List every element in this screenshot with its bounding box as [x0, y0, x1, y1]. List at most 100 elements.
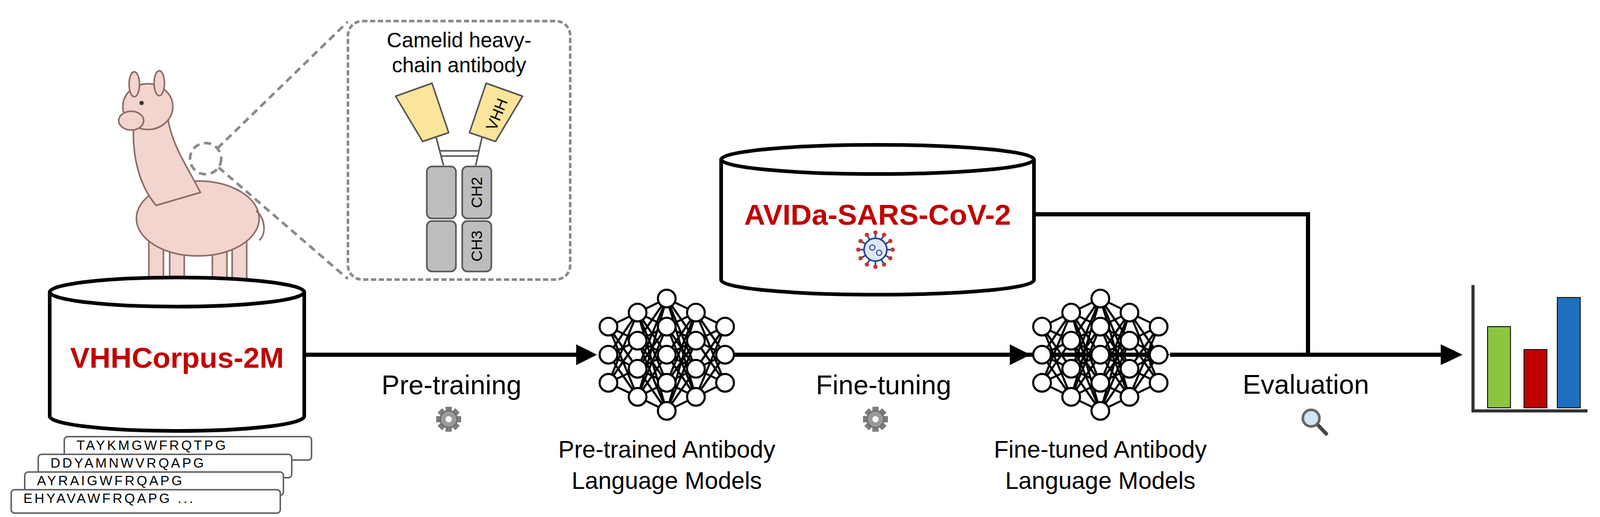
network-neuron	[716, 374, 734, 392]
network-neuron	[687, 360, 705, 378]
domain-label: CH2	[467, 176, 487, 209]
virus-spike-tip	[873, 264, 878, 270]
virus-spike-tip	[882, 262, 887, 268]
connector-arrow	[306, 344, 598, 366]
zoom-line	[217, 21, 348, 149]
text-measure: AVIDa-SARS-CoV-2	[744, 198, 1011, 232]
network-neuron	[628, 303, 647, 322]
virus-spike-tip	[865, 262, 870, 268]
network-neuron	[657, 374, 676, 392]
gear-hole	[445, 416, 452, 423]
antibody-illustration	[395, 83, 523, 272]
network-neuron	[628, 388, 647, 406]
network-neuron	[628, 360, 647, 378]
virus-detail	[876, 250, 882, 256]
gear-icon	[862, 407, 888, 433]
arrow-head	[576, 344, 598, 366]
network-neuron	[1062, 332, 1081, 350]
magnifier-icon	[1302, 410, 1327, 435]
virus-spike-tip	[856, 247, 861, 252]
network-neuron	[687, 303, 705, 322]
virus-spike-tip	[888, 239, 893, 244]
dataset-name: VHHCorpus-2M	[47, 341, 307, 375]
neural-network-icon	[597, 285, 737, 425]
network-neuron	[1120, 303, 1139, 322]
domain-label: CH3	[467, 230, 487, 262]
network-neuron	[1149, 374, 1168, 392]
network-neuron	[1033, 346, 1051, 364]
zoom-circle	[189, 143, 222, 175]
network-neuron	[1120, 360, 1139, 378]
sequence-card: EHYAVAWFRQAPG ...	[10, 489, 282, 515]
network-neuron	[1149, 318, 1168, 336]
step-label: Evaluation	[1242, 369, 1370, 401]
text-measure: VHHCorpus-2M	[70, 341, 285, 375]
language-model-node: Fine-tuned Antibody Language Models	[1030, 285, 1171, 425]
virus-detail	[869, 245, 875, 251]
network-neuron	[628, 332, 647, 350]
language-model-node: Pre-trained Antibody Language Models	[597, 285, 737, 425]
network-neuron	[1091, 346, 1110, 364]
dataset-name: AVIDa-SARS-CoV-2	[719, 198, 1036, 232]
neural-network-icon	[1030, 285, 1171, 425]
network-neuron	[1091, 318, 1110, 336]
callout-title: Camelid heavy-chain antibody	[365, 27, 553, 78]
evaluation-lines	[1035, 214, 1443, 355]
network-neuron	[1091, 289, 1110, 308]
network-neuron	[1149, 346, 1168, 364]
network-neuron	[599, 374, 618, 392]
cylinder-top	[721, 145, 1035, 175]
edge-label: Fine-tuning	[812, 369, 955, 401]
virus-icon	[854, 229, 897, 271]
network-neuron	[1091, 402, 1110, 421]
connector-arrow	[719, 344, 1171, 366]
zoom-callout-box: Camelid heavy-chain antibody	[346, 19, 572, 282]
gear-hole	[872, 416, 879, 423]
database-cylinder: VHHCorpus-2M	[47, 275, 307, 434]
zoom-line	[218, 167, 348, 279]
gear-icon	[436, 407, 462, 433]
bar-chart-icon	[1472, 285, 1588, 412]
network-neuron	[657, 318, 676, 336]
model-caption: Pre-trained Antibody Language Models	[521, 434, 813, 497]
virus-spike-tip	[873, 230, 878, 235]
sequence-text: DDYAMNWVRQAPG	[39, 455, 291, 471]
sequence-text: TAYKMGWFRQTPG	[65, 437, 311, 453]
cylinder-body	[721, 159, 1035, 296]
network-neuron	[1033, 374, 1051, 392]
connector-line	[306, 352, 578, 358]
network-neuron	[716, 346, 734, 364]
connector-line	[719, 352, 1151, 358]
network-neuron	[1062, 360, 1081, 378]
network-neuron	[657, 402, 676, 421]
gear-body	[440, 411, 457, 428]
network-neuron	[1120, 388, 1139, 406]
network-neuron	[1062, 303, 1081, 322]
network-neuron	[1091, 374, 1110, 392]
sequence-text: AYRAIGWFRQAPG	[25, 473, 283, 489]
virus-spike-tip	[890, 247, 895, 252]
database-cylinder: AVIDa-SARS-CoV-2	[719, 143, 1036, 297]
virus-spike-tip	[858, 239, 863, 244]
network-neuron	[1062, 388, 1081, 406]
virus-spike-tip	[858, 256, 863, 261]
network-neuron	[1033, 318, 1051, 336]
sequence-text: EHYAVAWFRQAPG ...	[11, 490, 280, 506]
virus-spike-tip	[882, 232, 887, 237]
cylinder-top	[49, 277, 305, 308]
network-neuron	[687, 388, 705, 406]
edge-label: Pre-training	[378, 369, 525, 401]
network-neuron	[1120, 332, 1139, 350]
network-neuron	[599, 318, 618, 336]
model-caption: Fine-tuned Antibody Language Models	[954, 434, 1247, 497]
network-neuron	[687, 332, 705, 350]
arrow-head	[1149, 344, 1171, 366]
virus-spike-tip	[888, 256, 893, 261]
network-neuron	[716, 318, 734, 336]
network-neuron	[657, 289, 676, 308]
network-neuron	[599, 346, 618, 364]
virus-spike-tip	[865, 232, 870, 237]
virus-body	[864, 238, 887, 262]
gear-body	[867, 411, 884, 428]
